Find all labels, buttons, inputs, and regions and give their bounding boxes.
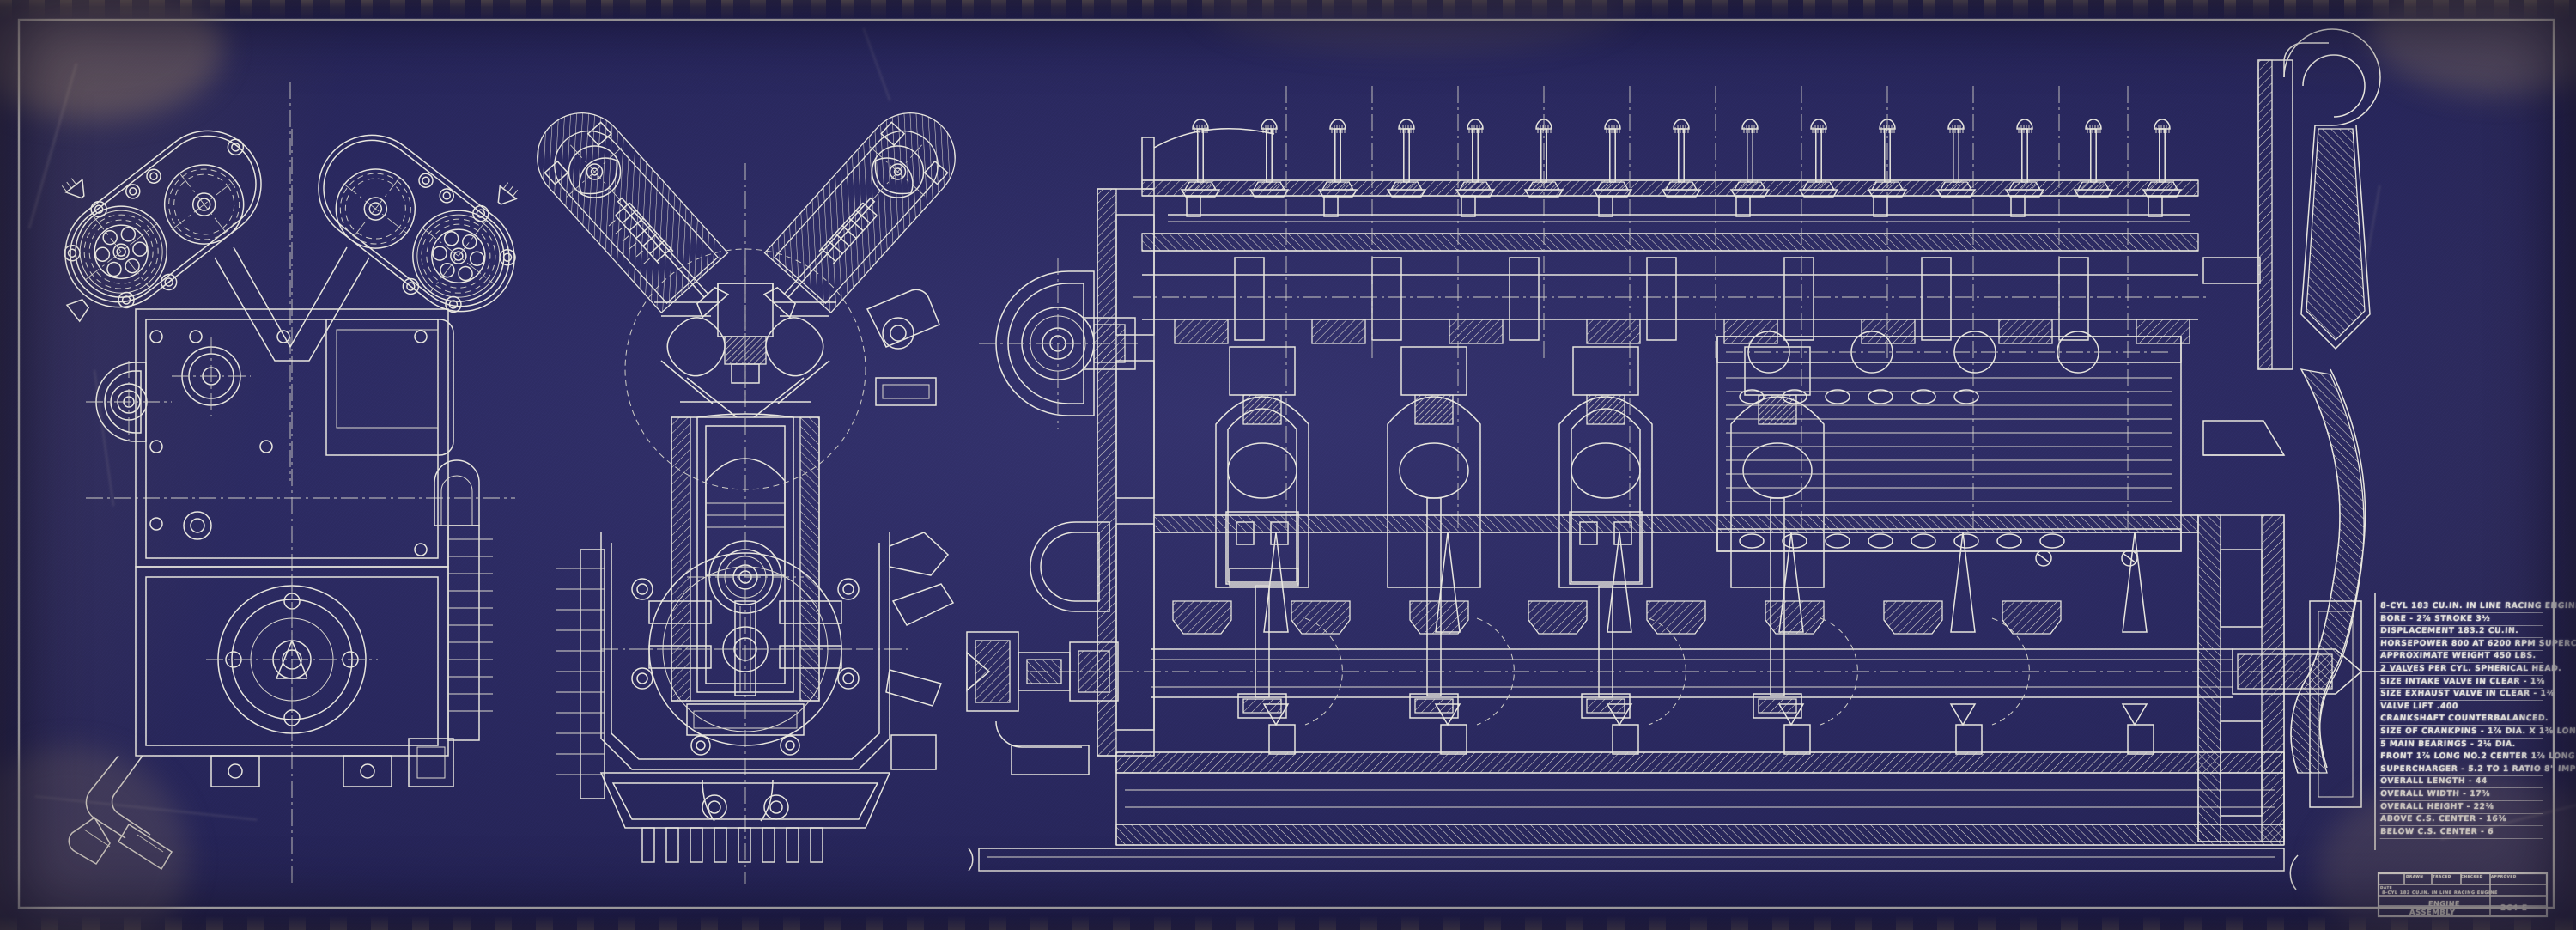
view-longitudinal-section <box>967 29 2413 890</box>
view-transverse-section <box>537 112 956 884</box>
view-end-view-gear-train <box>61 82 519 884</box>
title-block-frame <box>2375 593 2549 918</box>
